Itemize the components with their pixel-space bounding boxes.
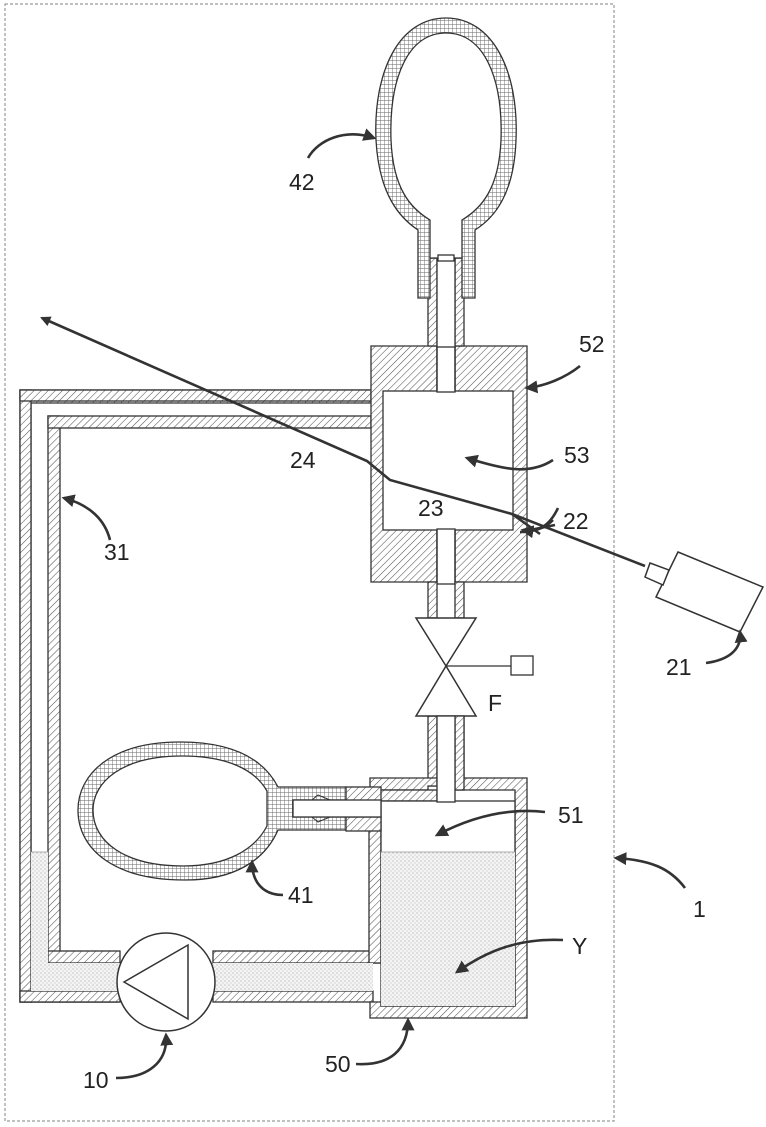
label-F: F (488, 690, 502, 716)
beam-path (42, 318, 645, 566)
upper-bladder (376, 18, 516, 298)
circulation-line (20, 390, 381, 1002)
label-51: 51 (558, 802, 584, 828)
reservoir (364, 716, 527, 1018)
label-52: 52 (579, 331, 605, 357)
valve (416, 618, 533, 716)
label-50: 50 (325, 1051, 351, 1077)
label-31: 31 (104, 539, 130, 565)
valve-actuator (511, 656, 533, 675)
side-bladder (78, 742, 381, 880)
beam-source (645, 552, 763, 632)
label-41: 41 (288, 882, 314, 908)
label-10: 10 (83, 1067, 109, 1093)
label-53: 53 (564, 442, 590, 468)
upper-tube (428, 256, 464, 347)
pump (117, 933, 215, 1031)
label-23: 23 (418, 495, 444, 521)
chamber-block (371, 345, 527, 584)
label-24: 24 (290, 447, 316, 473)
label-Y: Y (572, 933, 587, 959)
label-22: 22 (563, 508, 589, 534)
label-21: 21 (666, 654, 692, 680)
label-1: 1 (693, 896, 706, 922)
label-42: 42 (289, 169, 315, 195)
